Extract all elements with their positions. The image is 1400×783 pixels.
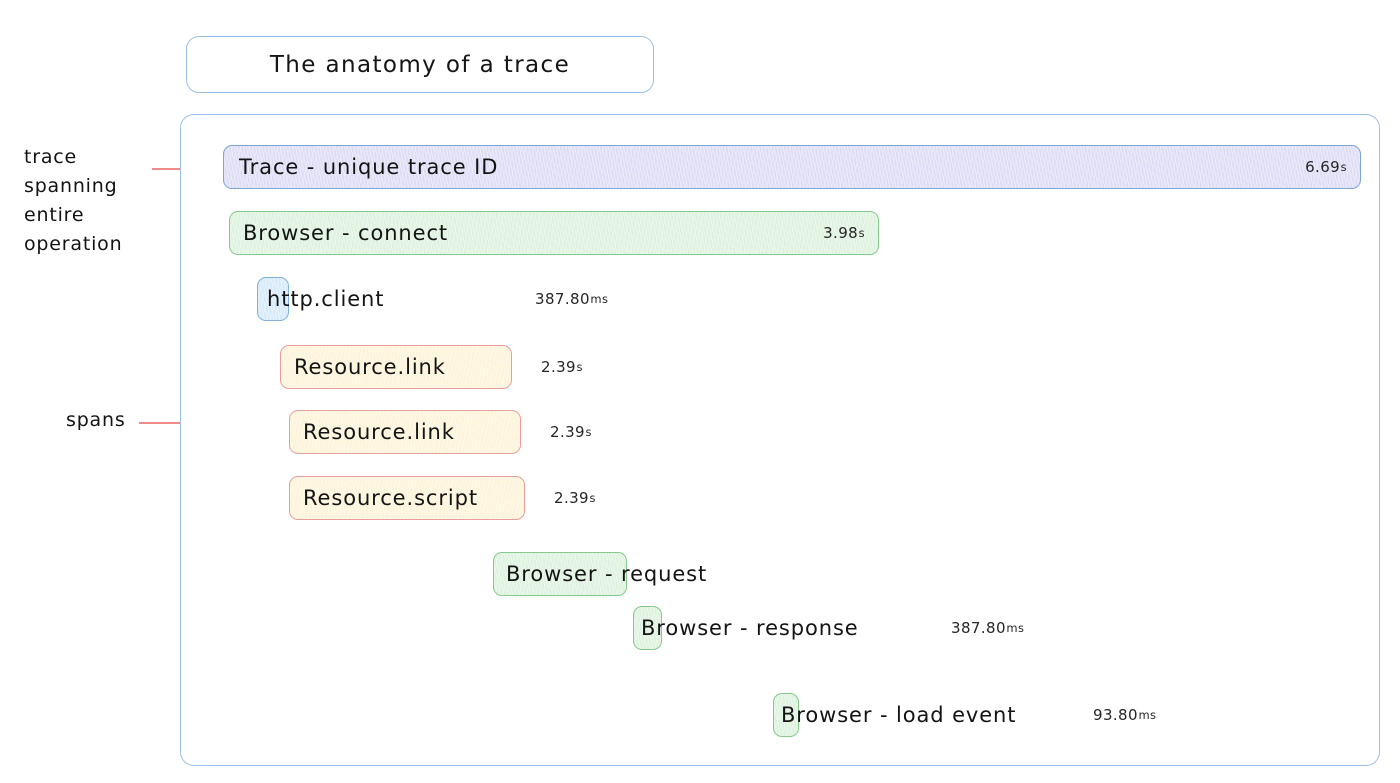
leader-line-trace-horizontal	[152, 168, 206, 170]
span-bar-http-client[interactable]	[257, 277, 289, 321]
span-bar-browser-connect[interactable]	[229, 211, 879, 255]
duration-unit: s	[585, 425, 592, 439]
span-bar-browser-request[interactable]	[493, 552, 627, 596]
duration-value: 2.39	[541, 358, 576, 376]
page-title: The anatomy of a trace	[269, 51, 571, 78]
leader-line-spans-horizontal	[139, 422, 211, 424]
duration-unit: s	[1340, 160, 1347, 174]
span-bar-resource-link-2[interactable]	[289, 410, 521, 454]
span-bar-browser-load-event[interactable]	[773, 693, 799, 737]
duration-value: 6.69	[1305, 158, 1341, 176]
duration-value: 3.98	[823, 224, 859, 242]
annotation-spans-label: spans	[66, 409, 126, 431]
span-bar-trace-root[interactable]	[223, 145, 1361, 189]
duration-unit: ms	[1006, 621, 1025, 635]
duration-unit: s	[589, 491, 596, 505]
span-bar-resource-script[interactable]	[289, 476, 525, 520]
duration-value: 387.80	[535, 290, 590, 308]
duration-unit: s	[858, 226, 865, 240]
duration-unit: s	[576, 360, 583, 374]
span-bar-resource-link-1[interactable]	[280, 345, 512, 389]
duration-value: 2.39	[550, 423, 585, 441]
duration-value: 387.80	[951, 619, 1006, 637]
title-box: The anatomy of a trace	[186, 36, 654, 93]
span-label-browser-response: Browser - response	[641, 616, 859, 640]
duration-value: 2.39	[554, 489, 589, 507]
span-row-browser-request[interactable]: Browser - request	[493, 552, 706, 596]
span-label-browser-load-event: Browser - load event	[781, 703, 1017, 727]
duration-unit: ms	[590, 292, 609, 306]
duration-value: 93.80	[1093, 706, 1138, 724]
duration-unit: ms	[1138, 708, 1157, 722]
annotation-trace-label: trace spanning entire operation	[24, 146, 123, 255]
span-bar-browser-response[interactable]	[633, 606, 662, 650]
